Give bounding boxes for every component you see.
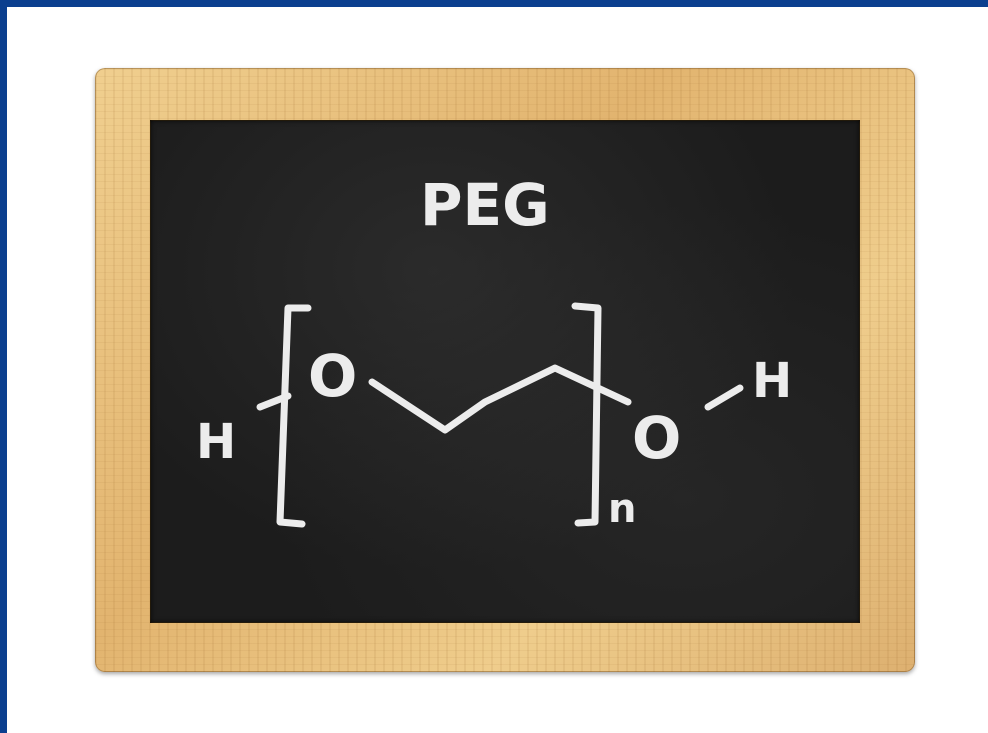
carbon-chain bbox=[368, 364, 632, 434]
bond-h-o-left bbox=[256, 392, 292, 411]
chalkboard: PEG H O O H n bbox=[150, 120, 860, 623]
peg-structure-drawing: PEG H O O H n bbox=[196, 171, 792, 532]
top-border bbox=[0, 0, 988, 7]
repeat-subscript: n bbox=[608, 486, 636, 532]
right-bracket bbox=[571, 302, 602, 527]
left-border bbox=[0, 0, 7, 733]
title-text: PEG bbox=[420, 171, 550, 239]
right-oxygen: O bbox=[632, 404, 681, 472]
bond-o-h-right bbox=[704, 384, 744, 411]
right-hydrogen: H bbox=[752, 353, 792, 409]
left-bracket bbox=[276, 304, 312, 528]
left-hydrogen: H bbox=[196, 414, 236, 470]
left-oxygen: O bbox=[308, 342, 357, 410]
